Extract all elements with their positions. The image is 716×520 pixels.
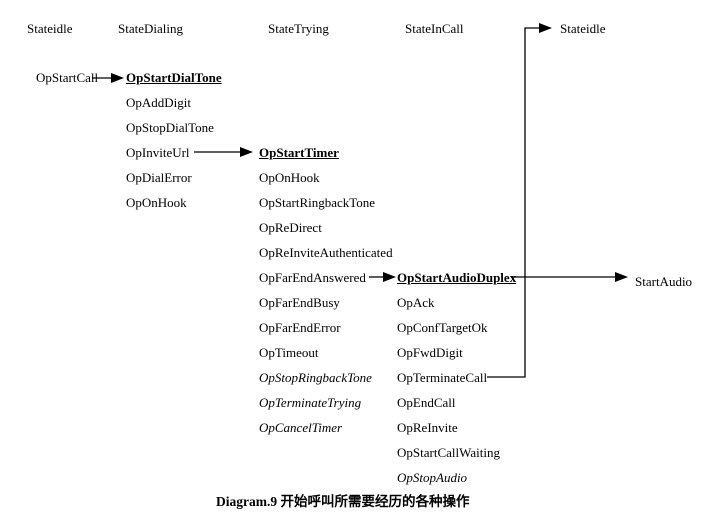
op-item: OpOnHook [259, 170, 320, 185]
op-item: OpStopAudio [397, 470, 468, 485]
op-item: OpStopDialTone [126, 120, 214, 135]
arrow-opfarendanswered-head-icon [383, 272, 396, 282]
op-item: OpInviteUrl [126, 145, 190, 160]
state-header-incall: StateInCall [405, 21, 464, 36]
op-item: OpCancelTimer [259, 420, 343, 435]
op-item: OpAddDigit [126, 95, 191, 110]
state-header-idle-right: Stateidle [560, 21, 606, 36]
op-item: OpStartCallWaiting [397, 445, 500, 460]
op-item: OpStartRingbackTone [259, 195, 376, 210]
op-item: OpFwdDigit [397, 345, 463, 360]
op-item: OpTimeout [259, 345, 319, 360]
state-header-trying: StateTrying [268, 21, 329, 36]
op-item: OpDialError [126, 170, 192, 185]
connector-opterminatecall-to-stateidle [487, 27, 540, 378]
arrow-startaudio-head-icon [615, 272, 628, 282]
op-item: OpEndCall [397, 395, 456, 410]
op-item: OpFarEndError [259, 320, 341, 335]
op-item: OpOnHook [126, 195, 187, 210]
state-header-idle-left: Stateidle [27, 21, 73, 36]
op-item: OpFarEndAnswered [259, 270, 366, 285]
op-item: OpStartAudioDuplex [397, 270, 517, 285]
op-item: OpStartDialTone [126, 70, 222, 85]
op-item: OpTerminateTrying [259, 395, 362, 410]
op-item: OpReInviteAuthenticated [259, 245, 393, 260]
arrow-opstartcall-head-icon [111, 73, 124, 83]
op-item: OpFarEndBusy [259, 295, 340, 310]
label-start-audio: StartAudio [635, 274, 693, 289]
op-item: OpStopRingbackTone [259, 370, 372, 385]
op-item: OpStartTimer [259, 145, 339, 160]
op-item: OpReInvite [397, 420, 458, 435]
op-item: OpReDirect [259, 220, 322, 235]
state-header-dialing: StateDialing [118, 21, 183, 36]
diagram-caption: Diagram.9 开始呼叫所需要经历的各种操作 [216, 494, 470, 509]
op-item: OpAck [397, 295, 435, 310]
arrow-opinviteurl-head-icon [240, 147, 253, 157]
label-op-start-call: OpStartCall [36, 70, 99, 85]
op-item: OpTerminateCall [397, 370, 488, 385]
arrow-stateidle-head-icon [539, 23, 552, 33]
op-item: OpConfTargetOk [397, 320, 488, 335]
